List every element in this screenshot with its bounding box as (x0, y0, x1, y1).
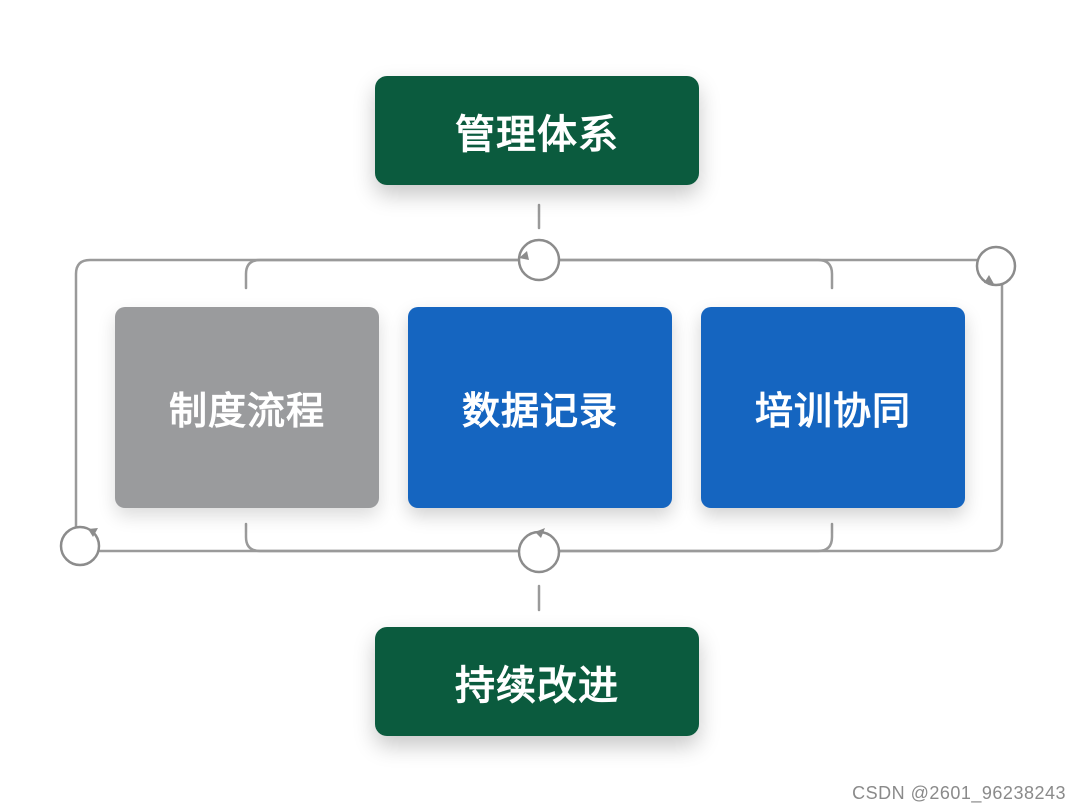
cycle-arrow-icon-bottom (517, 528, 561, 574)
continuous-improvement-box: 持续改进 (375, 627, 699, 736)
process-box: 制度流程 (115, 307, 379, 508)
cycle-arrow-icon-top (517, 238, 561, 282)
management-system-box: 管理体系 (375, 76, 699, 185)
watermark: CSDN @2601_96238243 (852, 783, 1066, 803)
data-record-box: 数据记录 (408, 307, 672, 508)
cycle-arrow-icon-left (59, 525, 101, 567)
training-box: 培训协同 (701, 307, 965, 508)
cycle-arrow-icon-right (975, 245, 1017, 287)
